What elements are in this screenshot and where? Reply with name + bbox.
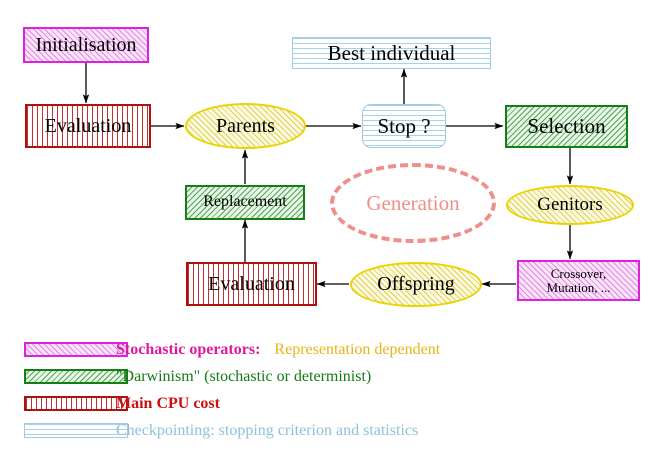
- legend-row-stochastic-operators: Stochastic operators: Representation depe…: [0, 336, 662, 363]
- legend-label-main-cpu-cost: Main CPU cost: [116, 394, 220, 412]
- node-parents[interactable]: Parents: [185, 103, 306, 149]
- node-initialisation[interactable]: Initialisation: [23, 27, 149, 63]
- legend-label-representation-dependent: Representation dependent: [274, 340, 441, 358]
- node-offspring-label: Offspring: [377, 273, 455, 295]
- node-crossover-mutation-label: Crossover, Mutation, ...: [546, 265, 611, 295]
- node-best-individual-label: Best individual: [327, 40, 456, 65]
- legend-swatch-magenta: [24, 342, 128, 357]
- legend-swatch-green: [24, 369, 128, 384]
- legend-row-checkpointing: Checkpointing: stopping criterion and st…: [0, 417, 662, 444]
- node-replacement[interactable]: Replacement: [185, 185, 305, 220]
- legend-label-stochastic-operators: Stochastic operators:: [116, 340, 261, 358]
- legend-row-main-cpu-cost: Main CPU cost: [0, 390, 662, 417]
- node-stop-label: Stop ?: [377, 113, 431, 138]
- legend-swatch-blue: [24, 423, 128, 438]
- node-generation-label: Generation: [366, 190, 460, 215]
- node-crossover-mutation[interactable]: Crossover, Mutation, ...: [517, 260, 640, 301]
- legend-row-darwinism: "Darwinism" (stochastic or determinist): [0, 363, 662, 390]
- node-evaluation-bottom-label: Evaluation: [208, 272, 295, 295]
- legend-swatch-red: [24, 396, 128, 411]
- legend-label-darwinism: "Darwinism" (stochastic or determinist): [116, 367, 372, 385]
- node-selection[interactable]: Selection: [505, 105, 628, 148]
- node-evaluation-top-label: Evaluation: [44, 114, 132, 137]
- node-replacement-label: Replacement: [203, 193, 287, 211]
- node-selection-label: Selection: [527, 114, 606, 139]
- node-evaluation-bottom[interactable]: Evaluation: [186, 262, 317, 306]
- node-parents-label: Parents: [216, 114, 275, 137]
- node-evaluation-top[interactable]: Evaluation: [25, 104, 151, 148]
- legend-text-stochastic-operators: Stochastic operators: Representation depe…: [116, 341, 440, 359]
- node-genitors-label: Genitors: [537, 194, 603, 216]
- node-best-individual[interactable]: Best individual: [292, 37, 491, 69]
- node-genitors[interactable]: Genitors: [506, 185, 634, 225]
- legend-label-checkpointing: Checkpointing: stopping criterion and st…: [116, 421, 419, 439]
- legend: Stochastic operators: Representation depe…: [0, 336, 662, 444]
- node-offspring[interactable]: Offspring: [350, 262, 482, 307]
- node-initialisation-label: Initialisation: [35, 33, 137, 56]
- node-stop[interactable]: Stop ?: [362, 104, 446, 148]
- node-generation: Generation: [330, 163, 496, 243]
